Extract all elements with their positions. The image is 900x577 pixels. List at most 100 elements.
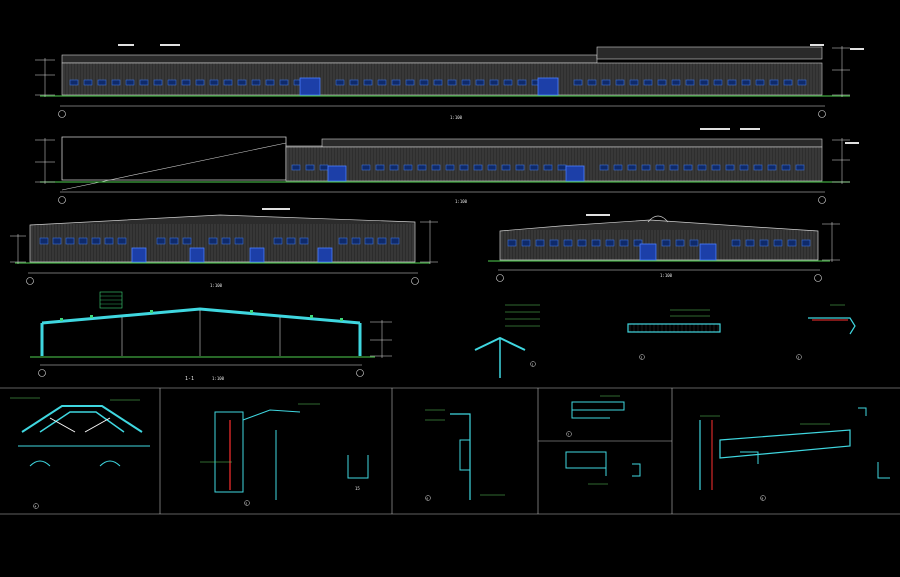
window (503, 79, 513, 86)
elev1-windows (69, 79, 807, 86)
section-level-marks-right (370, 320, 392, 358)
elev1-scale-label: 1:100 (450, 115, 463, 120)
window (153, 79, 163, 86)
window (731, 239, 741, 247)
window (629, 79, 639, 86)
window (351, 237, 361, 245)
window (335, 79, 345, 86)
window (156, 237, 166, 245)
window (445, 164, 455, 171)
elev3-windows (39, 237, 400, 245)
elev2-level-marks-right (832, 138, 850, 184)
detail-number: 5 (246, 502, 248, 506)
window (403, 164, 413, 171)
detail-number-bubble (33, 503, 39, 509)
detail-number-bubble (425, 495, 431, 501)
window (375, 164, 385, 171)
window (487, 164, 497, 171)
window (377, 79, 387, 86)
window (234, 237, 244, 245)
window (675, 239, 685, 247)
window (167, 79, 177, 86)
elev2-axis-bubble-left (58, 196, 66, 204)
elevation-north: 1:100 (35, 44, 864, 120)
detail-number-bubble (639, 354, 645, 360)
window (577, 239, 587, 247)
window (182, 237, 192, 245)
window (265, 79, 275, 86)
window (208, 237, 218, 245)
elev3-wall-ribs (31, 224, 414, 262)
window (591, 239, 601, 247)
window (767, 164, 777, 171)
elev4-windows (507, 239, 811, 247)
window (349, 79, 359, 86)
section-axis-bubble-right (356, 369, 364, 377)
elev1-door-1 (299, 77, 321, 96)
elev1-level-marks-right (832, 46, 850, 97)
window (727, 79, 737, 86)
window (501, 164, 511, 171)
window (125, 79, 135, 86)
window (633, 239, 643, 247)
section-title: 1-1 (185, 376, 194, 382)
window (417, 164, 427, 171)
window (405, 79, 415, 86)
elev3-level-marks (10, 220, 438, 264)
detail-hook-profile (632, 463, 641, 477)
window (745, 239, 755, 247)
window (390, 237, 400, 245)
detail-number: 6 (427, 497, 429, 501)
detail-number-bubble (796, 354, 802, 360)
window (669, 164, 679, 171)
window (613, 164, 623, 171)
elev4-scale-label: 1:100 (660, 273, 673, 278)
detail-wall-panel: 2 (627, 309, 721, 360)
window (781, 164, 791, 171)
elev3-doors (131, 247, 333, 263)
window (305, 164, 315, 171)
window (619, 239, 629, 247)
window (447, 79, 457, 86)
window (419, 79, 429, 86)
window (601, 79, 611, 86)
elevation-west: 1:100 (488, 214, 840, 282)
elev2-annotations (700, 128, 859, 144)
window (39, 237, 49, 245)
window (521, 239, 531, 247)
window (489, 79, 499, 86)
window (139, 79, 149, 86)
window (755, 79, 765, 86)
window (515, 164, 525, 171)
window (433, 79, 443, 86)
window (643, 79, 653, 86)
detail-number-bubble (760, 495, 766, 501)
window (431, 164, 441, 171)
window (739, 164, 749, 171)
elev2-windows (291, 164, 805, 171)
section-1-1: 1-1 1:100 (30, 291, 392, 382)
elev2-scale-label: 1:100 (455, 199, 468, 204)
elev1-axis-bubble-left (58, 110, 66, 118)
window (291, 164, 301, 171)
detail-number: 7 (568, 433, 570, 437)
detail-c-profile-2 (877, 462, 890, 479)
detail-gutter: 7 (565, 395, 641, 485)
elev4-doors (639, 243, 717, 261)
window (391, 79, 401, 86)
elev2-door-1 (327, 165, 347, 182)
window (615, 79, 625, 86)
window (169, 237, 179, 245)
window (759, 239, 769, 247)
window (773, 239, 783, 247)
window (364, 237, 374, 245)
elev1-door-2 (537, 77, 559, 96)
detail-ridge-vent: 4 (10, 397, 150, 509)
window (223, 79, 233, 86)
elev2-door-2 (565, 165, 585, 182)
elev2-axis-bubble-right (818, 196, 826, 204)
section-rafter (41, 307, 361, 325)
window (685, 79, 695, 86)
window (769, 79, 779, 86)
window (787, 239, 797, 247)
